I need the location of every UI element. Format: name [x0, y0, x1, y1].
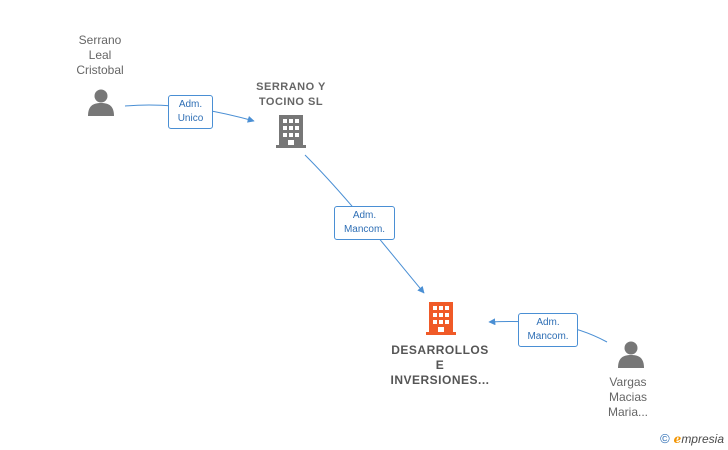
company-name-line: INVERSIONES...	[390, 373, 490, 387]
person-name-line: Leal	[88, 48, 112, 62]
person-icon[interactable]	[618, 341, 644, 369]
main-company-building-icon[interactable]	[426, 302, 456, 335]
building-icon[interactable]	[276, 115, 306, 148]
copyright-symbol: ©	[660, 431, 670, 446]
edge-role-line: Adm.	[352, 210, 377, 221]
person-name-line: Macias	[608, 390, 647, 404]
edge-role-line: Mancom.	[343, 224, 386, 235]
person-node-label[interactable]: Vargas Macias Maria...	[588, 375, 668, 420]
person-name-line: Maria...	[607, 405, 648, 419]
brand-name: mpresia	[681, 432, 724, 446]
company-name-line: TOCINO SL	[258, 96, 324, 108]
edge-role-badge[interactable]: Adm. Mancom.	[518, 313, 578, 347]
edge-role-badge[interactable]: Adm. Unico	[168, 95, 213, 129]
person-node-label[interactable]: Serrano Leal Cristobal	[58, 33, 142, 78]
edge-role-badge[interactable]: Adm. Mancom.	[334, 206, 395, 240]
company-name-line: E	[435, 358, 445, 372]
brand-logo-letter: e	[673, 432, 682, 446]
person-name-line: Cristobal	[76, 63, 124, 77]
brand-watermark: ©empresia	[660, 431, 724, 446]
edge-role-line: Adm.	[178, 99, 203, 110]
company-node-label[interactable]: SERRANO Y TOCINO SL	[236, 80, 346, 110]
person-name-line: Vargas	[609, 375, 647, 389]
person-icon[interactable]	[88, 89, 114, 117]
main-company-node-label[interactable]: DESARROLLOS E INVERSIONES...	[380, 343, 500, 388]
company-name-line: SERRANO Y	[256, 81, 326, 93]
edge-role-line: Adm.	[536, 317, 560, 328]
edge-role-line: Unico	[177, 113, 204, 124]
person-name-line: Serrano	[78, 33, 122, 47]
edge-role-line: Mancom.	[527, 331, 569, 342]
company-name-line: DESARROLLOS	[391, 343, 489, 357]
